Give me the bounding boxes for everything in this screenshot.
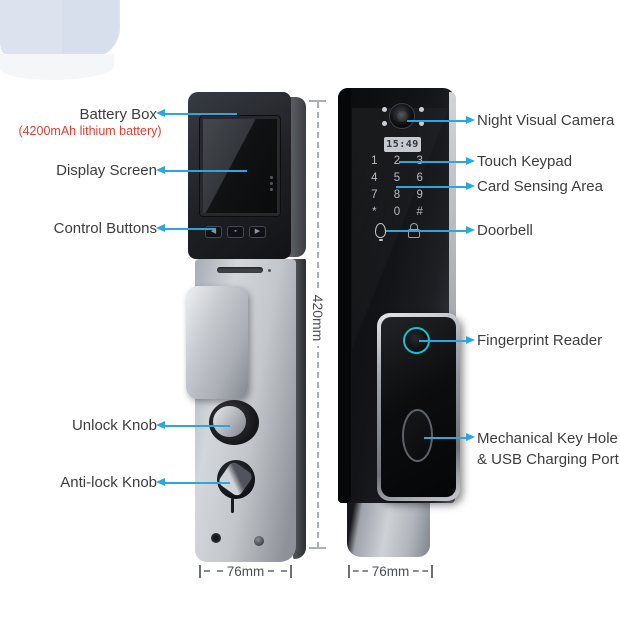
screw — [254, 536, 264, 546]
arrow-line — [407, 120, 466, 122]
keyhole-usb-cover — [402, 409, 433, 462]
keypad-key: 8 — [393, 188, 401, 201]
dimension-cap — [431, 564, 434, 578]
arrow-line — [164, 482, 230, 484]
watermark-shape — [62, 0, 118, 57]
arrow-line — [424, 437, 466, 439]
arrow-head — [466, 116, 475, 124]
label-touch-keypad: Touch Keypad — [477, 153, 573, 170]
front-panel-right-edge — [449, 92, 456, 498]
arrow-head — [156, 109, 165, 117]
doorbell-icon — [375, 223, 386, 238]
keypad-key: 9 — [416, 188, 423, 201]
ir-led — [382, 121, 387, 126]
label-night-visual-camera: Night Visual Camera — [477, 112, 615, 129]
arrow-line — [164, 113, 237, 115]
arrow-line — [164, 425, 230, 427]
arrow-head — [156, 421, 165, 429]
dimension-cap — [199, 564, 201, 578]
keypad-key: * — [372, 205, 377, 218]
width-dimension-left-label: 76mm — [226, 563, 265, 579]
label-mechanical-key-hole: Mechanical Key Hole & USB Charging Port — [477, 428, 619, 470]
label-battery-box: Battery Box — [79, 106, 157, 123]
keypad-key: # — [416, 205, 423, 218]
speaker-dots — [270, 176, 274, 191]
label-doorbell: Doorbell — [477, 222, 533, 239]
label-anti-lock-knob: Anti-lock Knob — [60, 474, 157, 491]
keypad-key: 0 — [393, 205, 401, 218]
watermark-shadow — [0, 54, 114, 80]
touch-keypad: 1 2 3 4 5 6 7 8 9 * 0 # — [363, 152, 431, 220]
keypad-key: 7 — [371, 188, 378, 201]
width-dimension-right: 76mm — [348, 563, 434, 579]
label-display-screen: Display Screen — [56, 162, 157, 179]
arrow-line — [419, 340, 466, 342]
ir-led — [382, 107, 387, 112]
alignment-mark — [231, 498, 234, 513]
keypad-key: 1 — [371, 154, 378, 167]
dimension-cap — [348, 564, 350, 578]
arrow-head — [466, 157, 475, 165]
label-card-sensing-area: Card Sensing Area — [477, 178, 603, 195]
width-dimension-left: 76mm — [199, 563, 293, 579]
arrow-head — [466, 336, 475, 344]
doorbell-icon-base — [379, 239, 383, 241]
arrow-head — [466, 182, 475, 190]
arrow-line — [386, 230, 466, 232]
arrow-line — [164, 228, 216, 230]
arrow-head — [466, 433, 475, 441]
time-display: 15:49 — [384, 137, 421, 152]
display-screen — [203, 119, 277, 213]
dimension-dash — [268, 570, 288, 572]
control-button-right: ▶ — [249, 226, 266, 238]
slot — [217, 267, 263, 273]
screw — [211, 533, 221, 543]
dimension-dash — [204, 570, 223, 572]
dimension-dash — [413, 570, 429, 572]
arrow-head — [466, 226, 475, 234]
arrow-head — [156, 166, 165, 174]
arrow-head — [156, 224, 165, 232]
ir-led — [419, 121, 424, 126]
width-dimension-right-label: 76mm — [371, 563, 410, 579]
arrow-line — [399, 161, 466, 163]
arrow-head — [156, 478, 165, 486]
dimension-cap — [309, 547, 326, 549]
label-line-2: & USB Charging Port — [477, 451, 619, 468]
dimension-dash — [353, 570, 368, 572]
label-line-1: Mechanical Key Hole — [477, 430, 618, 447]
lock-back-body-edge — [293, 259, 306, 559]
note-battery-capacity: (4200mAh lithium battery) — [18, 124, 162, 138]
keypad-key: 3 — [416, 155, 422, 167]
battery-module-side — [288, 97, 306, 257]
lock-icon — [410, 223, 418, 231]
keypad-key: 5 — [393, 171, 401, 184]
keypad-key: 2 — [393, 154, 401, 167]
slot-dot — [268, 269, 271, 272]
arrow-line — [396, 186, 466, 188]
label-unlock-knob: Unlock Knob — [71, 417, 157, 434]
back-handle — [186, 286, 248, 399]
lock-icon-body — [408, 229, 420, 238]
arrow-line — [164, 170, 247, 172]
lock-front-lower-body — [347, 497, 430, 557]
keypad-key: 4 — [371, 171, 378, 184]
front-panel-left-edge — [338, 88, 351, 503]
label-control-buttons: Control Buttons — [53, 220, 157, 237]
dimension-cap — [309, 100, 326, 102]
unlock-knob — [213, 406, 246, 437]
camera-lens-inner — [397, 111, 408, 122]
keypad-key: 6 — [416, 171, 423, 184]
control-button-middle: ▪ — [227, 226, 244, 238]
height-dimension-label: 420mm — [309, 290, 327, 346]
ir-led — [419, 107, 424, 112]
label-fingerprint-reader: Fingerprint Reader — [477, 332, 603, 349]
dimension-cap — [290, 564, 293, 578]
